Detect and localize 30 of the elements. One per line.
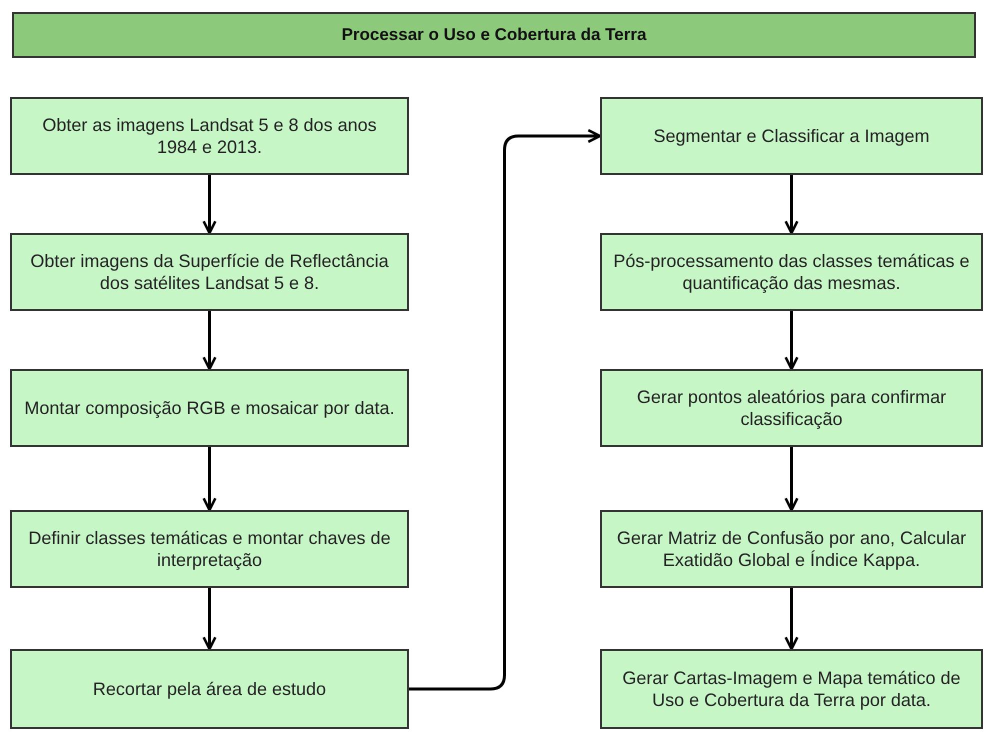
- step-text: Montar composição RGB e mosaicar por data.: [24, 397, 395, 419]
- process-box: [10, 369, 409, 447]
- arrow: [784, 588, 799, 650]
- arrow: [784, 447, 799, 512]
- process-box: [600, 97, 983, 175]
- step-text: Obter imagens da Superfície de Reflectância dos satélites Landsat 5 e 8.: [29, 250, 390, 294]
- arrow: [409, 128, 602, 690]
- process-box: [600, 649, 983, 729]
- process-box: [10, 97, 409, 175]
- arrow: [202, 588, 217, 650]
- arrow: [784, 311, 799, 370]
- step-text: Definir classes temáticas e montar chaves de interpretação: [27, 527, 392, 571]
- arrow: [202, 311, 217, 370]
- step-text: Gerar pontos aleatórios para confirmar classificação: [636, 386, 948, 430]
- process-box: [10, 233, 409, 311]
- step-text: Gerar Cartas-Imagem e Mapa temático de Uso e Cobertura da Terra por data.: [621, 667, 962, 711]
- step-text: Pós-processamento das classes temáticas e quantificação das mesmas.: [612, 250, 971, 294]
- process-box: [10, 649, 409, 729]
- arrow: [784, 175, 799, 234]
- process-box: [600, 510, 983, 588]
- arrow: [202, 447, 217, 512]
- step-text: Segmentar e Classificar a Imagem: [653, 125, 930, 147]
- process-box: [10, 510, 409, 588]
- title-banner: Processar o Uso e Cobertura da Terra: [12, 12, 976, 58]
- process-box: [600, 233, 983, 311]
- process-box: [600, 369, 983, 447]
- arrow: [202, 175, 217, 234]
- step-text: Recortar pela área de estudo: [92, 678, 326, 700]
- step-text: Gerar Matriz de Confusão por ano, Calcular Exatidão Global e Índice Kappa.: [616, 527, 968, 571]
- step-text: Obter as imagens Landsat 5 e 8 dos anos 1984 e 2013.: [41, 114, 378, 158]
